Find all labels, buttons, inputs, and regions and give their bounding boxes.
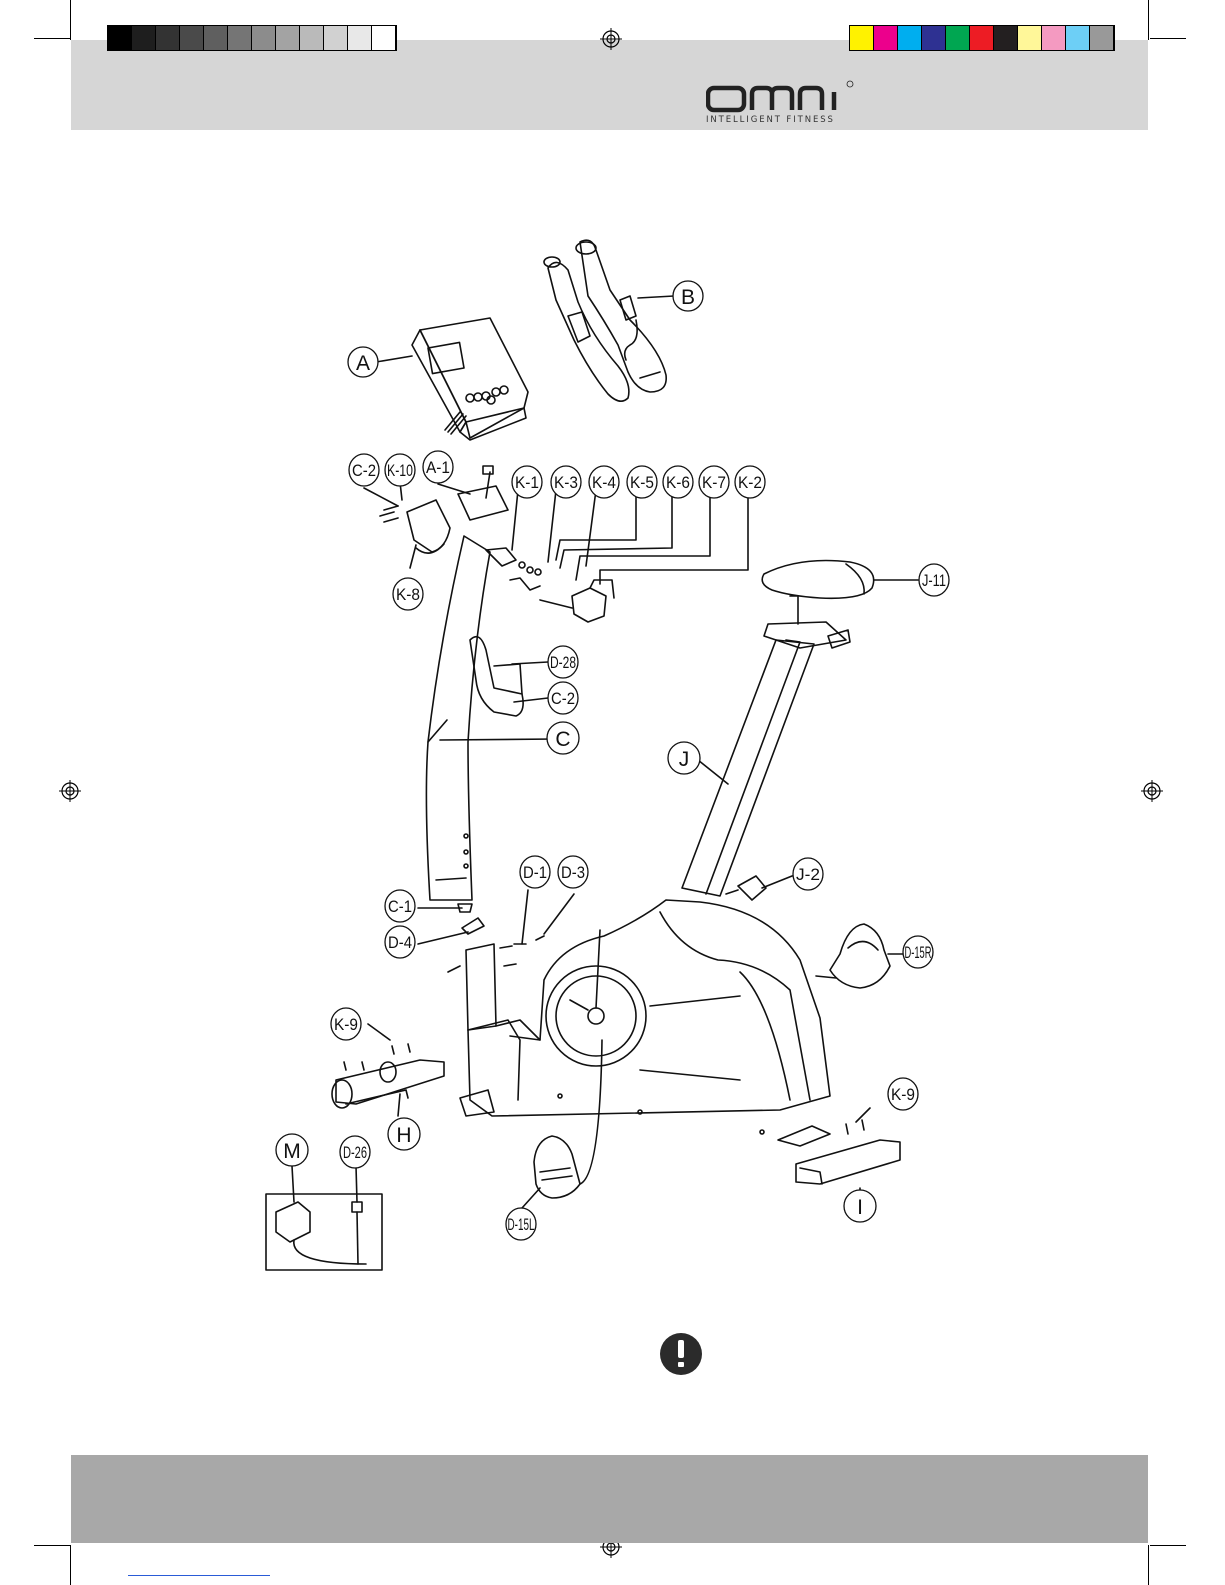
pedal-d15l (534, 1136, 580, 1198)
label-c1: C-1 (388, 897, 412, 916)
label-d3: D-3 (561, 863, 585, 882)
label-h: H (396, 1124, 411, 1147)
label-k8: K-8 (396, 585, 420, 604)
label-k9-left: K-9 (334, 1015, 358, 1034)
label-m: M (283, 1140, 301, 1163)
console-part-a (412, 318, 528, 440)
saddle-j11 (762, 561, 873, 599)
seat-post-part-j (682, 596, 850, 896)
label-j2: J-2 (796, 865, 820, 884)
label-j: J (679, 748, 690, 771)
label-k1: K-1 (515, 473, 539, 492)
front-stabilizer-h (332, 1044, 444, 1108)
label-d15l: D-15L (508, 1215, 535, 1234)
exclamation-icon (660, 1333, 702, 1375)
rear-stabilizer-i (796, 1120, 900, 1184)
label-c: C (555, 728, 570, 751)
label-k5: K-5 (630, 473, 654, 492)
main-frame (460, 900, 830, 1146)
power-adapter-m (276, 1202, 310, 1242)
label-k7: K-7 (702, 473, 726, 492)
label-k4: K-4 (592, 473, 616, 492)
label-d1: D-1 (523, 863, 547, 882)
label-a1: A-1 (426, 458, 450, 477)
label-k10: K-10 (387, 461, 413, 480)
label-i: I (857, 1196, 863, 1219)
label-d4: D-4 (388, 933, 412, 952)
label-d28: D-28 (550, 653, 576, 672)
label-k2: K-2 (738, 473, 762, 492)
bottle-holder-d28 (470, 637, 523, 716)
footer-band (71, 1455, 1148, 1543)
label-b: B (681, 286, 695, 309)
footer-link-underline (128, 1575, 270, 1576)
bracket-a1 (458, 486, 508, 520)
label-a: A (356, 352, 370, 375)
label-k6: K-6 (666, 473, 690, 492)
label-c2-top: C-2 (352, 461, 376, 480)
label-c2-mid: C-2 (551, 689, 575, 708)
tension-knob-k2 (572, 588, 606, 622)
pedal-d15r (830, 924, 890, 988)
label-d15r: D-15R (905, 943, 932, 962)
label-k9-right: K-9 (891, 1085, 915, 1104)
label-d26: D-26 (343, 1143, 367, 1162)
label-k3: K-3 (554, 473, 578, 492)
handlebar-part-b (544, 240, 666, 401)
label-j11: J-11 (922, 571, 946, 590)
adapter-box (266, 1194, 382, 1270)
